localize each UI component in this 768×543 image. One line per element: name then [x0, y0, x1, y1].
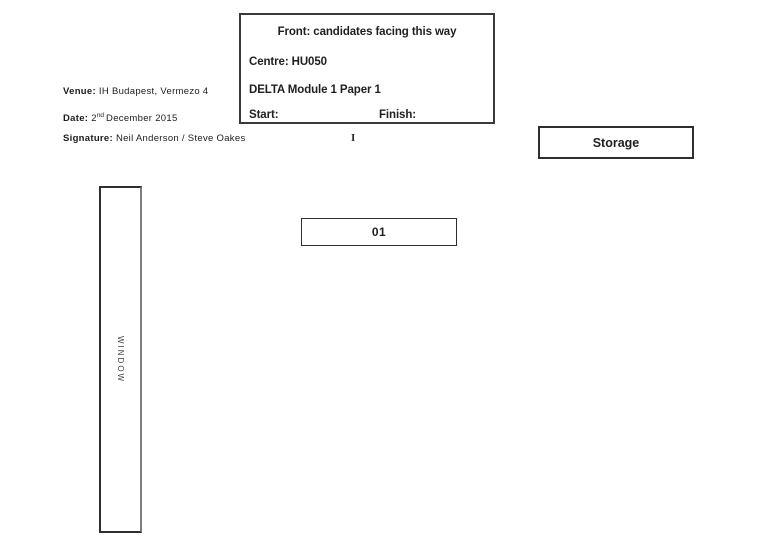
- signature-label: Signature:: [63, 133, 113, 144]
- date-day: 2: [91, 113, 97, 124]
- venue-line: Venue: IH Budapest, Vermezo 4: [63, 86, 208, 98]
- signature-line: Signature: Neil Anderson / Steve Oakes: [63, 133, 246, 145]
- exam-header-box[interactable]: Front: candidates facing this way Centre…: [239, 13, 495, 124]
- date-label: Date:: [63, 113, 89, 124]
- window-box[interactable]: WINDOW: [99, 186, 142, 533]
- venue-label: Venue:: [63, 86, 96, 97]
- window-label: WINDOW: [116, 335, 125, 384]
- i-beam-cursor: I: [351, 132, 356, 144]
- desk-01-label: 01: [371, 225, 387, 239]
- date-rest: December 2015: [106, 113, 178, 124]
- exam-times-line: Start: Finish:: [249, 108, 493, 122]
- storage-box[interactable]: Storage: [538, 126, 694, 159]
- front-direction-label: Front: candidates facing this way: [277, 26, 457, 38]
- storage-label: Storage: [592, 135, 640, 150]
- start-time-label[interactable]: Start:: [249, 109, 279, 121]
- signature-value: Neil Anderson / Steve Oakes: [115, 133, 246, 144]
- centre-code-label: Centre: HU050: [249, 56, 327, 68]
- finish-time-label[interactable]: Finish:: [379, 109, 416, 121]
- venue-value: IH Budapest, Vermezo 4: [98, 86, 209, 97]
- desk-01[interactable]: 01: [301, 218, 457, 246]
- module-paper-label: DELTA Module 1 Paper 1: [249, 84, 381, 96]
- date-ordinal: nd: [96, 112, 105, 119]
